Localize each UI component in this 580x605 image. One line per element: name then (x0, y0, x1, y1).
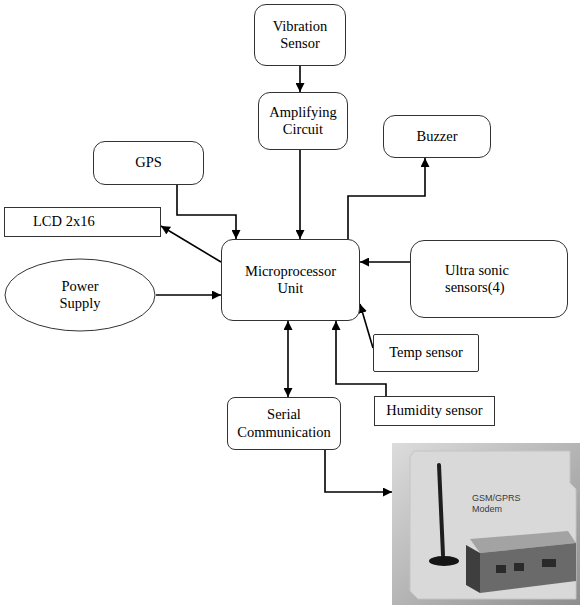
text-holder: Buzzer (416, 128, 457, 145)
signal-arrow (299, 150, 301, 239)
text-holder: Ultra sonic sensors(4) (445, 262, 551, 297)
sensor-box: Vibration Sensor (254, 4, 346, 66)
antenna-base (429, 556, 459, 566)
text-holder: Temp sensor (389, 344, 462, 361)
node-label: GSM/GPRS Modem (472, 493, 526, 515)
antenna-rod (439, 465, 443, 555)
text-holder: GPS (135, 154, 162, 171)
node-label: LCD 2x16 (33, 213, 95, 230)
text-holder: GSM/GPRS Modem (472, 493, 526, 515)
node-label: Vibration Sensor (261, 18, 339, 53)
signal-arrow (325, 450, 392, 492)
node-label: Amplifying Circuit (265, 104, 341, 139)
modem-plate (410, 451, 576, 599)
modem-port (514, 563, 524, 571)
signal-arrow (156, 294, 221, 296)
modem-node: GSM/GPRS Modem (392, 443, 580, 605)
node-label: Humidity sensor (386, 402, 482, 419)
display-box: LCD 2x16 (4, 207, 161, 237)
signal-arrow (360, 304, 373, 348)
modem-port (542, 559, 556, 567)
modem-side (466, 545, 480, 593)
text-holder: Serial Communication (234, 406, 334, 441)
photo-ground (392, 443, 580, 605)
text-holder: LCD 2x16 (33, 213, 95, 230)
text-holder: Humidity sensor (386, 402, 482, 419)
text-holder: Microprocessor Unit (240, 263, 341, 298)
node-label: Serial Communication (234, 406, 334, 441)
signal-arrow (287, 321, 289, 397)
gps-box: GPS (93, 141, 204, 185)
node-label: Buzzer (416, 128, 457, 145)
processor-box: Microprocessor Unit (221, 239, 360, 321)
node-label: Power Supply (44, 278, 116, 313)
text-holder: Amplifying Circuit (265, 104, 341, 139)
node-label: Microprocessor Unit (240, 263, 341, 298)
interface-box: Serial Communication (227, 397, 341, 450)
text-holder: Vibration Sensor (261, 18, 339, 53)
sensor-box: Humidity sensor (374, 396, 495, 426)
signal-arrow (348, 158, 425, 239)
text-holder: Power Supply (44, 278, 116, 313)
sensor-box: Ultra sonic sensors(4) (410, 240, 568, 318)
node-label: GPS (135, 154, 162, 171)
modem-front (480, 543, 576, 593)
signal-arrow (161, 226, 221, 262)
modem-illustration (392, 443, 580, 605)
modem-port (496, 565, 506, 573)
amplifier-box: Amplifying Circuit (258, 92, 348, 150)
signal-arrow (299, 66, 301, 92)
ellipse-shape (5, 259, 155, 331)
node-label: Ultra sonic sensors(4) (445, 262, 551, 297)
signal-arrow (177, 185, 236, 239)
power-ellipse: Power Supply (4, 258, 156, 332)
node-label: Temp sensor (389, 344, 462, 361)
signal-arrow (360, 261, 410, 263)
buzzer-box: Buzzer (383, 115, 491, 158)
sensor-box: Temp sensor (373, 334, 479, 372)
